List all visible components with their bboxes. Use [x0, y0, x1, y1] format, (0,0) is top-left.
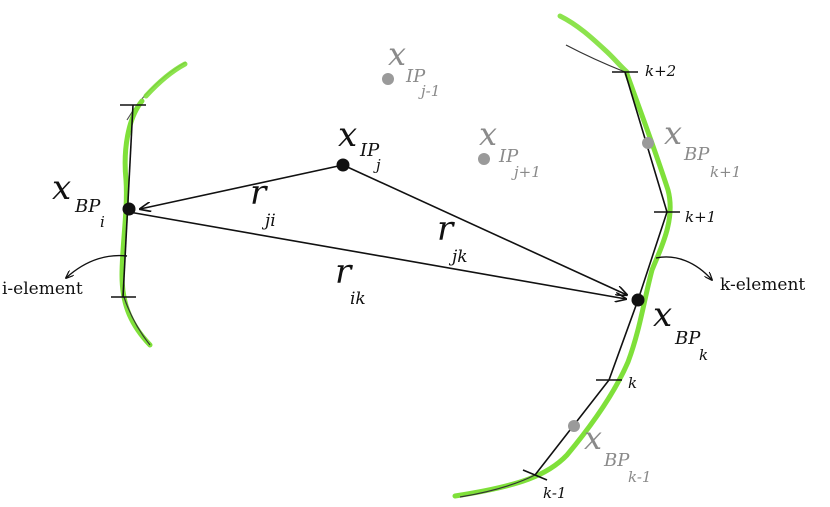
tick-label-k-plus-2: k+2 — [645, 62, 676, 80]
left-boundary-curve-bottom — [123, 296, 151, 346]
label-x-ip-j: x IP j — [338, 115, 381, 174]
label-r-ji: r ji — [250, 173, 276, 231]
label-r-ik-main: r — [335, 252, 353, 292]
label-x-ip-j-minus-1-sub: IP — [405, 66, 426, 87]
label-r-jk-main: r — [437, 209, 455, 249]
i-element-callout-arrow — [66, 254, 128, 278]
tick-label-k-plus-1: k+1 — [685, 208, 716, 226]
label-x-bp-k-plus-1-subsub: k+1 — [710, 163, 741, 181]
tick-label-k-minus-1: k-1 — [543, 484, 566, 502]
label-x-bp-k-plus-1-main: x — [664, 114, 682, 152]
label-x-bp-k-subsub: k — [699, 346, 708, 364]
label-r-ik-sub: ik — [350, 289, 366, 309]
right-boundary — [452, 13, 680, 499]
node-bp-i — [122, 202, 136, 216]
label-x-bp-i-subsub: i — [100, 213, 105, 231]
label-x-bp-k-minus-1-sub: BP — [603, 450, 630, 471]
label-x-ip-j-plus-1-sub: IP — [498, 146, 519, 167]
label-x-ip-j-minus-1-subsub: j-1 — [418, 82, 440, 100]
node-ip-j-minus-1 — [382, 73, 394, 85]
label-x-ip-j-plus-1-main: x — [479, 115, 497, 153]
right-boundary-green — [452, 71, 673, 499]
i-element-label: i-element — [2, 279, 83, 299]
tick-label-k: k — [628, 374, 637, 392]
label-x-ip-j-minus-1-main: x — [388, 35, 406, 73]
node-ip-j — [336, 158, 350, 172]
label-x-bp-k-plus-1: x BP k+1 — [664, 114, 741, 181]
node-ip-j-plus-1 — [478, 153, 490, 165]
right-boundary-green-top — [557, 13, 630, 75]
label-x-bp-k-sub: BP — [674, 328, 701, 349]
node-bp-k — [631, 293, 645, 307]
label-x-bp-i: x BP i — [52, 168, 105, 231]
label-x-bp-k-minus-1: x BP k-1 — [584, 419, 651, 486]
label-x-bp-k-plus-1-sub: BP — [683, 144, 710, 165]
label-x-bp-k-minus-1-main: x — [584, 419, 602, 457]
r-ik-arrow — [128, 211, 626, 299]
left-boundary — [111, 61, 188, 348]
left-boundary-green — [119, 98, 153, 348]
label-r-ji-main: r — [250, 173, 268, 213]
label-x-ip-j-sub: IP — [359, 140, 380, 161]
tick-k-minus-1-mark — [522, 469, 548, 481]
label-x-bp-i-sub: BP — [74, 196, 101, 217]
label-x-ip-j-minus-1: x IP j-1 — [388, 35, 440, 100]
node-bp-k-minus-1 — [568, 420, 580, 432]
label-x-bp-k-minus-1-subsub: k-1 — [628, 468, 651, 486]
right-boundary-curve-bottom — [459, 474, 536, 498]
k-element-callout-arrow — [655, 256, 712, 280]
label-x-bp-i-main: x — [52, 168, 71, 208]
label-x-bp-k: x BP k — [653, 295, 708, 364]
label-x-bp-k-main: x — [653, 295, 672, 335]
left-boundary-green-top — [143, 61, 188, 99]
label-r-ji-sub: ji — [261, 211, 276, 231]
label-r-ik: r ik — [335, 252, 366, 309]
label-x-ip-j-main: x — [338, 115, 357, 155]
r-ji-arrow — [140, 164, 344, 209]
i-element-segment — [122, 104, 134, 298]
k-element-label: k-element — [720, 275, 805, 295]
label-r-jk-sub: jk — [448, 247, 468, 267]
label-x-ip-j-subsub: j — [373, 156, 381, 174]
label-x-ip-j-plus-1: x IP j+1 — [479, 115, 541, 181]
label-r-jk: r jk — [437, 209, 468, 267]
right-boundary-curve-top — [565, 44, 626, 73]
label-x-ip-j-plus-1-subsub: j+1 — [511, 163, 541, 181]
node-bp-k-plus-1 — [642, 137, 654, 149]
r-jk-arrow — [342, 164, 627, 295]
